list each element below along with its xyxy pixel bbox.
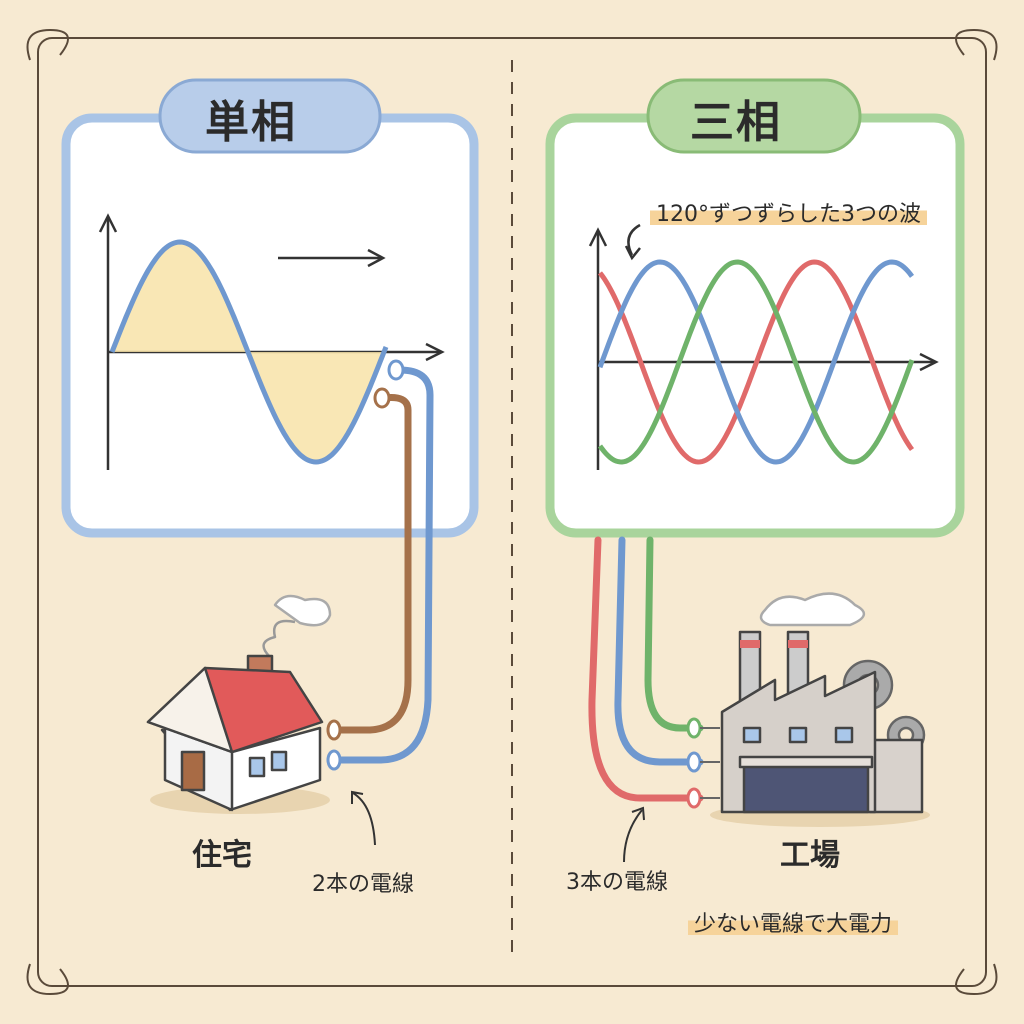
summary-label: 少ない電線で大電力 [688, 906, 899, 938]
wire-connectors [326, 359, 405, 771]
single-phase-wires [326, 366, 434, 764]
pointer-arrows [351, 790, 645, 863]
factory-icon [710, 592, 930, 827]
house-label: 住宅 [192, 838, 252, 873]
three-phase-wires [588, 536, 704, 802]
phase-wave-green [597, 259, 915, 465]
decorative-frame [37, 37, 987, 987]
three-phase-title: 三相 [690, 97, 782, 148]
phase-wave-red [598, 259, 915, 465]
three-wires-label: 3本の電線 [566, 870, 668, 895]
factory-label: 工場 [780, 838, 840, 873]
house-icon [146, 594, 332, 814]
corner-flourishes [26, 28, 998, 996]
single-phase-title-pill [158, 78, 382, 154]
three-phase-axes [588, 223, 939, 470]
three-phase-panel [545, 113, 965, 538]
phase-wave-blue [597, 259, 915, 465]
single-phase-title: 単相 [205, 97, 297, 148]
two-wires-label: 2本の電線 [312, 872, 414, 897]
single-phase-wave [109, 239, 389, 465]
wave-caption: 120°ずつずらした3つの波 [650, 196, 927, 228]
three-phase-title-pill [646, 78, 862, 154]
